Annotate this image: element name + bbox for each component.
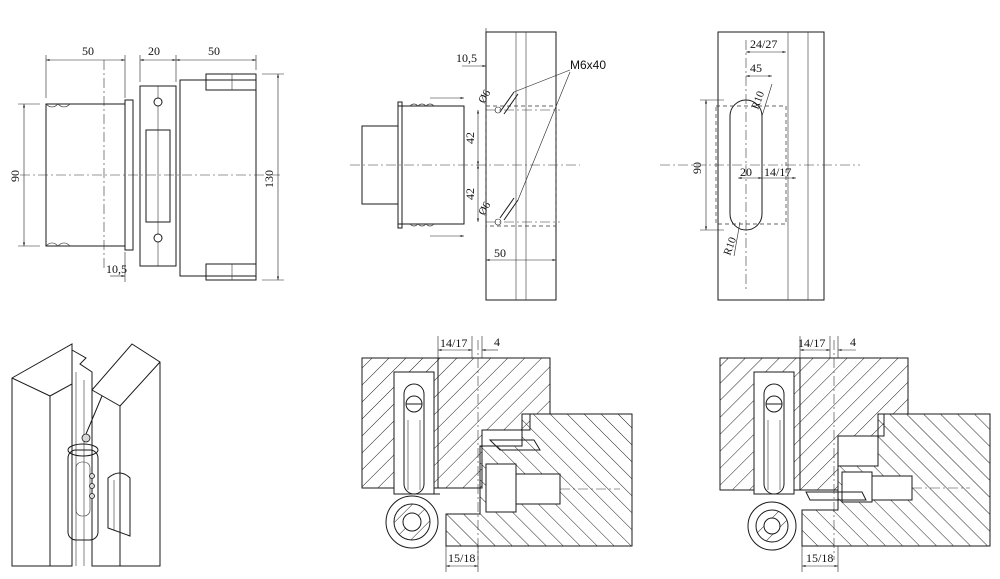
right-wing-tab-top bbox=[205, 73, 257, 91]
hinge-eye bbox=[385, 495, 439, 549]
front-view: 50 20 50 90 130 10,5 bbox=[8, 44, 284, 282]
dim-lower-spacing: 42 bbox=[463, 188, 477, 200]
dim-depth: 50 bbox=[494, 246, 506, 260]
hole-label-top: Ø6 bbox=[476, 87, 493, 105]
isometric-view bbox=[11, 343, 161, 567]
pin-top bbox=[153, 97, 163, 107]
hinge-channel bbox=[753, 371, 795, 495]
dim-top: 24/27 bbox=[750, 37, 777, 51]
milling-view: 24/27 45 R10 R10 90 20 14/17 bbox=[660, 31, 860, 301]
right-wing-tab-bottom bbox=[205, 263, 257, 281]
dim-top-gap: 14/17 bbox=[798, 336, 825, 350]
hinge-channel bbox=[393, 371, 435, 495]
dim-middle-width: 20 bbox=[148, 44, 160, 58]
screw-bottom bbox=[499, 197, 515, 219]
dim-height: 90 bbox=[690, 162, 704, 174]
dim-left-height: 90 bbox=[8, 170, 22, 182]
iso-hinge bbox=[67, 449, 99, 541]
milling-pocket-hidden bbox=[485, 105, 557, 227]
post-left bbox=[11, 343, 73, 567]
door-fitting bbox=[485, 463, 517, 513]
section-b: 14/17 4 15/18 bbox=[719, 335, 991, 572]
hinge-eye bbox=[747, 501, 797, 551]
screw-label: M6x40 bbox=[570, 58, 606, 72]
post-right bbox=[91, 343, 161, 567]
dim-top-gap: 14/17 bbox=[440, 336, 467, 350]
dim-depth: 14/17 bbox=[764, 165, 791, 179]
door-fitting bbox=[841, 471, 873, 503]
dim-offset: 10,5 bbox=[106, 262, 127, 276]
screw-top bbox=[499, 91, 515, 113]
dim-clearance: 4 bbox=[494, 335, 500, 349]
iso-cutout bbox=[107, 472, 131, 537]
mounting-view: M6x40 Ø6 Ø6 10,5 42 42 50 bbox=[350, 28, 606, 301]
section-a: 14/17 4 15/18 bbox=[361, 335, 633, 572]
dim-clearance: 4 bbox=[850, 335, 856, 349]
dim-right-width: 50 bbox=[208, 44, 220, 58]
dim-bottom-gap: 15/18 bbox=[806, 551, 833, 565]
dim-right-height: 130 bbox=[262, 170, 276, 188]
dim-offset: 45 bbox=[750, 61, 762, 75]
frame-edge bbox=[717, 31, 825, 301]
dim-left-width: 50 bbox=[82, 44, 94, 58]
hole-label-bottom: Ø6 bbox=[476, 199, 493, 217]
dim-upper-spacing: 42 bbox=[463, 132, 477, 144]
dim-offset: 10,5 bbox=[456, 51, 477, 65]
dim-bottom-gap: 15/18 bbox=[448, 551, 475, 565]
dim-width: 20 bbox=[740, 165, 752, 179]
radius-bottom: R10 bbox=[722, 235, 740, 257]
left-wing-notches bbox=[45, 103, 71, 247]
right-wing-body bbox=[179, 79, 257, 277]
pin-bottom bbox=[153, 233, 163, 243]
